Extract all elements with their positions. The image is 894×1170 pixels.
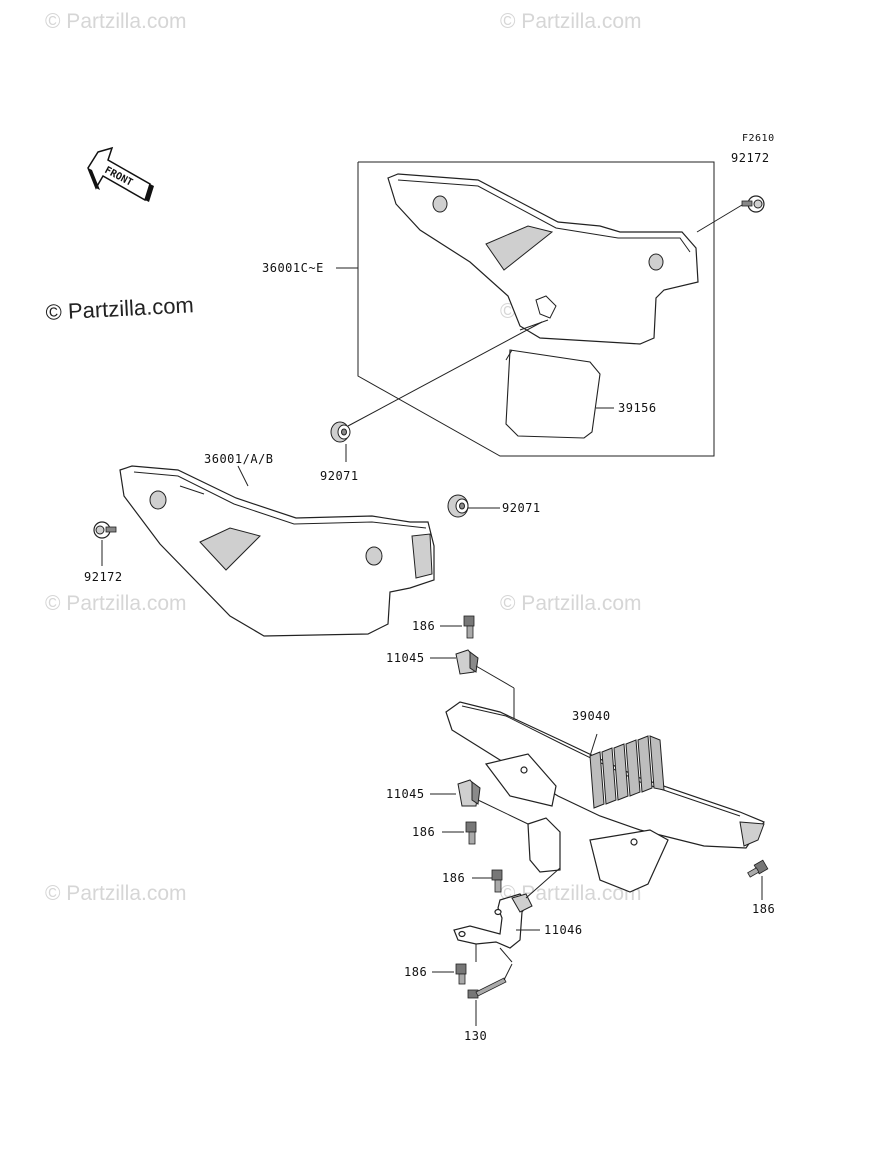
callout-39040[interactable]: 39040 (572, 709, 611, 723)
bracket (453, 893, 533, 949)
watermark: © Partzilla.com (45, 882, 187, 905)
side-cover (119, 465, 435, 637)
inset-frame (357, 161, 715, 457)
bolt-icon (463, 615, 475, 639)
callout-92071[interactable]: 92071 (502, 501, 541, 515)
callout-186[interactable]: 186 (412, 825, 436, 839)
callout-11046[interactable]: 11046 (544, 923, 583, 937)
front-arrow-icon: FRONT (87, 146, 154, 202)
bolt-icon (455, 963, 467, 985)
watermark: © Partzilla.com (500, 592, 642, 615)
callout-186[interactable]: 186 (442, 871, 466, 885)
callout-92071[interactable]: 92071 (320, 469, 359, 483)
callout-92172[interactable]: 92172 (731, 151, 770, 165)
watermark: © Partzilla.com (500, 882, 642, 905)
callout-36001-a-b[interactable]: 36001/A/B (204, 452, 274, 466)
bolt-icon (491, 869, 503, 893)
long-bolt-icon (467, 977, 507, 999)
callout-11045[interactable]: 11045 (386, 651, 425, 665)
bolt-icon (747, 859, 769, 878)
clip-icon (457, 779, 481, 807)
watermark: © Partzilla.com (45, 592, 187, 615)
figure-code: F2610 (742, 133, 775, 144)
watermark: © Partzilla.com (45, 10, 187, 33)
chain-guard (445, 701, 765, 893)
clip-icon (455, 649, 479, 675)
callout-186[interactable]: 186 (412, 619, 436, 633)
callout-39156[interactable]: 39156 (618, 401, 657, 415)
bolt-icon (741, 195, 765, 213)
grommet-icon (330, 421, 351, 443)
watermark: © Partzilla.com (500, 10, 642, 33)
bolt-icon (465, 821, 477, 845)
callout-186[interactable]: 186 (404, 965, 428, 979)
callout-36001c-e[interactable]: 36001C~E (262, 261, 324, 275)
callout-186[interactable]: 186 (752, 902, 776, 916)
callout-130[interactable]: 130 (464, 1029, 488, 1043)
callout-11045[interactable]: 11045 (386, 787, 425, 801)
side-cover-alt (387, 173, 699, 439)
callout-92172[interactable]: 92172 (84, 570, 123, 584)
bolt-icon (93, 521, 117, 539)
grommet-icon (447, 494, 469, 518)
